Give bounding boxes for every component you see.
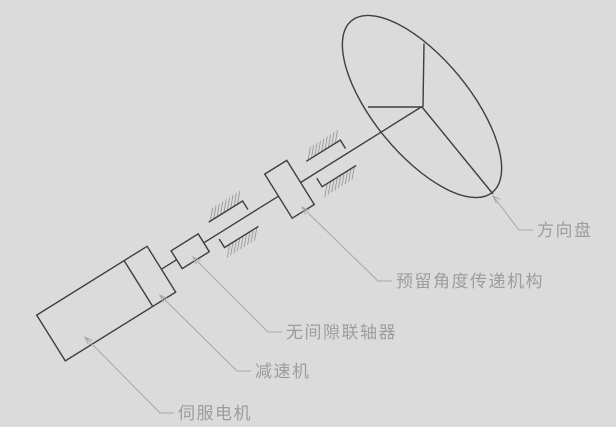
label-steering-wheel: 方向盘 xyxy=(537,221,593,241)
bearing-support-1 xyxy=(208,190,259,258)
support1-lower-hatch xyxy=(226,227,258,258)
callouts xyxy=(83,194,533,414)
support2-upper-bracket xyxy=(305,139,347,162)
support1-upper-bracket xyxy=(208,200,249,223)
reducer-divider xyxy=(123,260,154,307)
transmission-body xyxy=(263,159,316,220)
steering-column-shaft xyxy=(300,105,423,184)
arrowhead-reducer xyxy=(158,293,168,303)
steering-wheel xyxy=(341,14,503,199)
label-reducer: 减速机 xyxy=(255,362,311,382)
motor-output-shaft xyxy=(161,259,178,270)
labels: 伺服电机 减速机 无间隙联轴器 预留角度传递机构 方向盘 xyxy=(178,221,593,424)
wheel-spoke-down xyxy=(421,106,494,195)
leader-reducer xyxy=(159,294,251,372)
servo-motor-body xyxy=(35,245,177,362)
leader-transmission xyxy=(301,206,392,282)
steering-wheel-rim xyxy=(341,14,503,199)
servo-motor-assembly xyxy=(35,245,177,362)
leader-servo-motor xyxy=(84,336,174,414)
wheel-spoke-up xyxy=(422,43,425,108)
arrowhead-transmission xyxy=(300,205,310,215)
label-transmission: 预留角度传递机构 xyxy=(396,272,544,292)
intermediate-shaft xyxy=(203,195,279,244)
label-servo-motor: 伺服电机 xyxy=(178,404,252,424)
leader-steering-wheel xyxy=(492,195,533,231)
support2-upper-hatch xyxy=(307,130,338,161)
support1-lower-bracket xyxy=(218,225,259,249)
support2-lower-hatch xyxy=(324,166,355,197)
label-coupling: 无间隙联轴器 xyxy=(286,323,397,343)
leader-coupling xyxy=(192,256,282,333)
bearing-support-2 xyxy=(305,130,357,197)
coupling-body xyxy=(170,232,211,270)
arrowhead-coupling xyxy=(191,255,201,265)
arrowhead-steering-wheel xyxy=(491,194,501,204)
support2-lower-bracket xyxy=(316,164,357,188)
arrowhead-servo-motor xyxy=(83,335,93,345)
support1-upper-hatch xyxy=(209,190,241,222)
